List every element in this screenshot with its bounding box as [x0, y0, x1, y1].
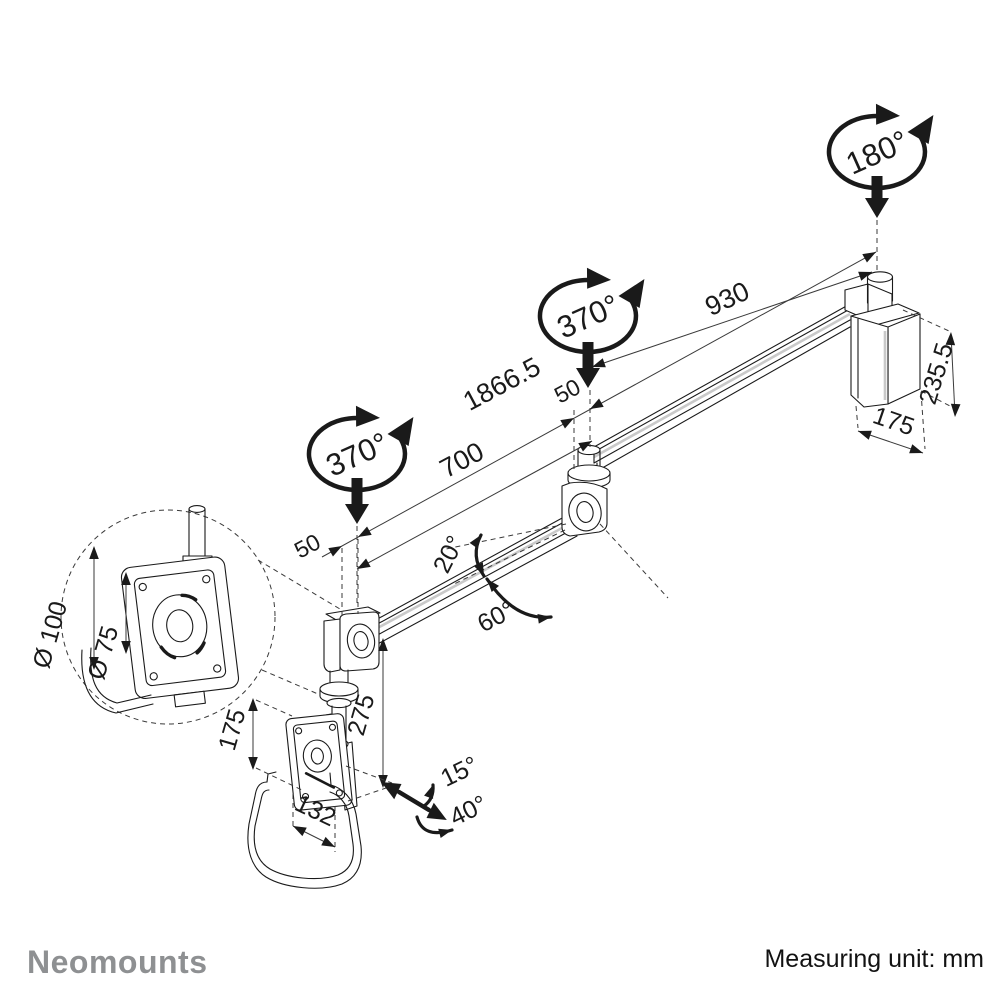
- dim-label-offset-mid: 50: [550, 373, 585, 408]
- measuring-unit-note: Measuring unit: mm: [764, 945, 984, 973]
- rotation-label-mid: 370°: [552, 287, 625, 345]
- dim-label-vesa-75: Ø 75: [82, 623, 124, 683]
- detail-vesa-plate: [120, 556, 240, 708]
- rotation-symbol-elbow: 370°: [306, 405, 424, 524]
- dim-label-lower-arm: 700: [435, 436, 489, 484]
- elbow-side-face: [323, 618, 341, 673]
- dim-label-vesa-100: Ø 100: [27, 598, 73, 671]
- wall-plate-front-face: [850, 315, 889, 408]
- dim-label-wall-plate-height: 235.5: [914, 340, 959, 408]
- mid-elbow-boss: [568, 492, 602, 532]
- rotation-label-wall: 180°: [841, 123, 914, 181]
- elbow-boss: [346, 623, 376, 659]
- angle-label-swivel-small: 40°: [445, 790, 491, 832]
- rotation-symbol-mid: 370°: [537, 267, 655, 388]
- upper-arm: [593, 303, 851, 472]
- dim-label-total-length: 1866.5: [458, 351, 545, 416]
- mid-rotation-arrow: [576, 342, 600, 388]
- dim-offset-elbow: 50: [290, 526, 372, 618]
- monitor-interface: [285, 713, 358, 811]
- wall-rotation-arrow: [865, 176, 889, 218]
- detail-circle-outline: [60, 509, 276, 725]
- angle-label-tilt: 15°: [436, 751, 482, 793]
- angle-label-fold-small: 20°: [428, 531, 470, 577]
- dim-label-wall-plate-width: 175: [869, 401, 918, 441]
- brand-logo: Neomounts: [27, 944, 208, 980]
- rotation-label-elbow: 370°: [321, 425, 394, 483]
- detail-leader-top: [257, 559, 351, 616]
- wall-post-top: [866, 271, 894, 283]
- wall-bracket: [844, 271, 921, 408]
- wall-plate-side-face: [887, 313, 921, 405]
- drop-collar: [319, 681, 359, 697]
- dim-label-offset-elbow: 50: [290, 528, 325, 563]
- angle-label-fold-large: 60°: [473, 596, 520, 638]
- mid-joint: [561, 444, 611, 537]
- elbow-rotation-arrow: [345, 478, 369, 524]
- mid-collar: [567, 464, 611, 482]
- rotation-symbol-wall: 180°: [826, 103, 944, 218]
- dim-label-interface-height: 175: [213, 706, 251, 754]
- lower-arm: [371, 510, 578, 647]
